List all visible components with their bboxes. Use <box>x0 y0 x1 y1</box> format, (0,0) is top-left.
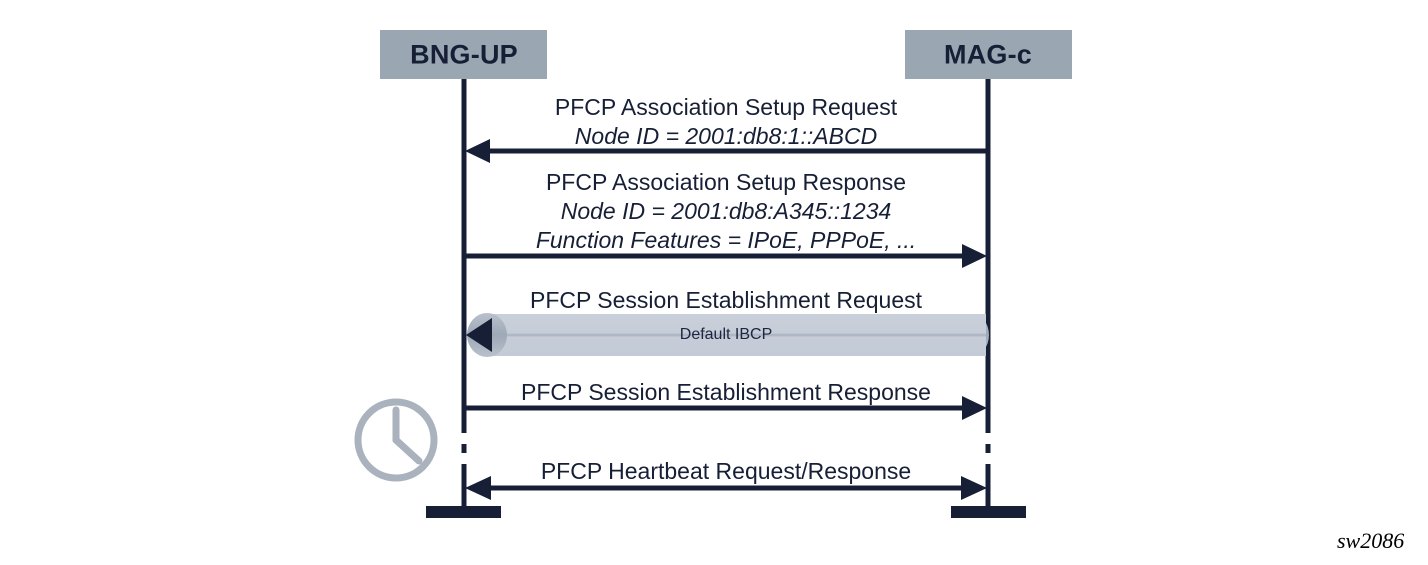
block-arrow-default-ibcp <box>466 313 989 357</box>
message-label-session-establishment-response: PFCP Session Establishment Response <box>521 379 931 405</box>
arrow-session-establishment-response <box>464 396 987 420</box>
actor-box-bng-up <box>380 30 547 79</box>
arrow-assoc-setup-request <box>465 139 988 163</box>
lifeline-foot-mag-c <box>951 506 1026 518</box>
message-label-assoc-setup-response-line1: PFCP Association Setup Response <box>545 169 907 195</box>
actor-box-mag-c <box>905 30 1072 79</box>
actor-label-bng-up: BNG-UP <box>410 39 518 70</box>
message-label-assoc-setup-request-line1: PFCP Association Setup Request <box>554 94 898 120</box>
actor-label-mag-c: MAG-c <box>944 39 1032 70</box>
message-label-assoc-setup-response-line3: Function Features = IPoE, PPPoE, ... <box>535 227 917 253</box>
figure-caption: sw2086 <box>1337 528 1405 553</box>
lifeline-foot-bng-up <box>426 506 501 518</box>
message-label-assoc-setup-response-line2: Node ID = 2001:db8:A345::1234 <box>560 198 892 224</box>
message-label-session-establishment-request: PFCP Session Establishment Request <box>529 287 923 313</box>
arrow-heartbeat-request-response <box>465 476 987 500</box>
arrow-assoc-setup-response <box>464 244 987 268</box>
clock-icon <box>354 398 438 482</box>
message-label-assoc-setup-request-line2: Node ID = 2001:db8:1::ABCD <box>574 123 878 149</box>
message-label-heartbeat-request-response: PFCP Heartbeat Request/Response <box>540 458 912 484</box>
block-arrow-label-default-ibcp: Default IBCP <box>679 326 773 343</box>
